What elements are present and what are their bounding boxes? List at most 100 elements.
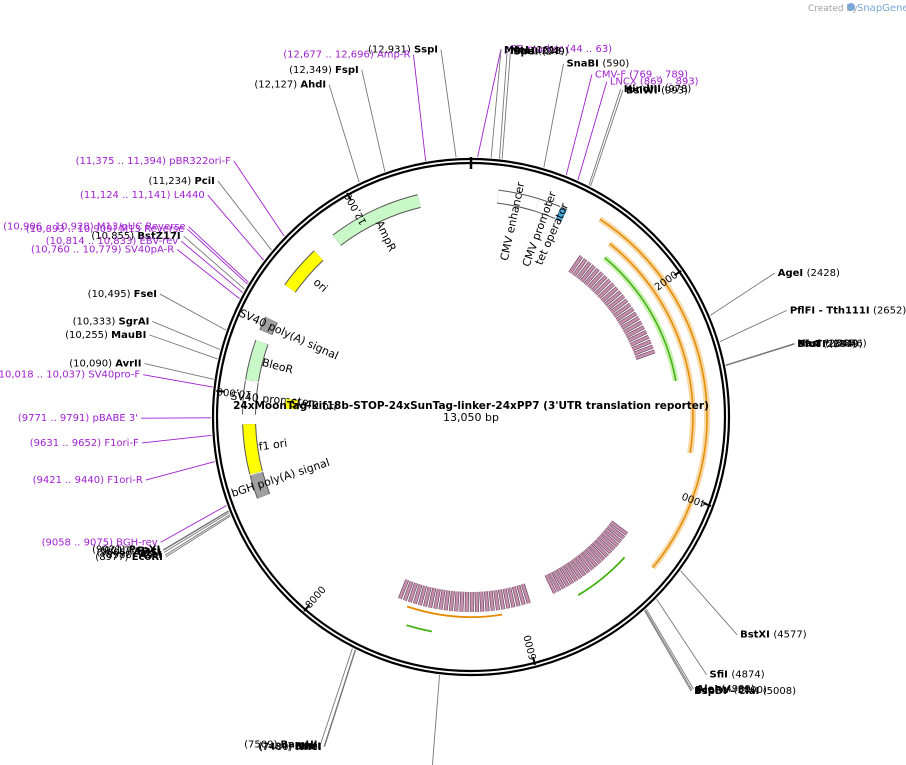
- site-label-text: (12,677 .. 12,696) Amp-R: [283, 50, 410, 61]
- site-label-text: (10,090) AvrII: [69, 359, 141, 370]
- site-label-part: SfiI: [710, 670, 732, 681]
- feature-body: [333, 195, 421, 246]
- site-label-part: (10,495): [88, 289, 134, 300]
- site-label-part: (2847): [823, 339, 856, 350]
- feature-body: [556, 207, 567, 221]
- repeat-mark-fill: [489, 590, 495, 611]
- site-label-part: MfeI: [504, 45, 532, 56]
- plasmid-center: 24xMoonTag-kif18b-STOP-24xSunTag-linker-…: [233, 400, 709, 424]
- repeat-mark-fill: [591, 275, 607, 292]
- tick-mark: [532, 656, 536, 666]
- site-leader-line: [477, 49, 502, 158]
- site-label-ahdi: (12,127) AhdI: [254, 80, 360, 183]
- snapgene-logo-icon: [847, 3, 855, 11]
- site-label-sfii: SfiI (4874): [656, 598, 765, 681]
- site-leader-line: [233, 160, 285, 237]
- repeat-mark-fill: [507, 587, 515, 608]
- site-label-part: (993): [661, 85, 688, 96]
- repeat-mark-fill: [633, 345, 654, 355]
- site-label-text: (10,814 .. 10,833) EBV-rev: [46, 236, 178, 247]
- repeat-mark-fill: [503, 588, 510, 609]
- site-label-part: PacI: [137, 545, 160, 556]
- site-label-part: SnaBI: [566, 59, 602, 70]
- site-label-part: pBR322ori-F: [169, 156, 231, 167]
- site-label-bspdi-clai: BspDI - ClaI (5008): [644, 610, 796, 697]
- site-label-part: (2652): [873, 305, 906, 316]
- site-leader-line: [149, 334, 218, 360]
- site-label-part: BstXI: [740, 630, 773, 641]
- tick-mark: [303, 604, 311, 612]
- site-leader-line: [577, 81, 608, 181]
- repeat-mark-fill: [572, 258, 587, 277]
- site-leader-line: [490, 50, 502, 158]
- tick-mark: [703, 502, 712, 507]
- site-label-part: EBV-rev: [139, 236, 178, 247]
- site-leader-line: [141, 434, 212, 444]
- plasmid-size: 13,050 bp: [443, 411, 499, 424]
- site-label-part: (10,090): [69, 359, 115, 370]
- site-label-text: AgeI (2428): [778, 268, 840, 279]
- repeat-mark-fill: [521, 583, 531, 604]
- site-label-part: (5008): [763, 686, 796, 697]
- site-leader-line: [162, 510, 229, 551]
- site-label-part: AvrII: [115, 359, 141, 370]
- site-label-text: NarI * (2846): [797, 339, 866, 350]
- site-label-amp-r: (12,677 .. 12,696) Amp-R: [283, 50, 427, 162]
- site-label-part: (12,931): [368, 45, 414, 56]
- repeat-mark-fill: [560, 565, 574, 585]
- repeat-mark-fill: [615, 307, 634, 322]
- site-label-text: HindIII (978): [624, 84, 692, 95]
- site-leader-line: [501, 51, 511, 159]
- snapgene-credit: Created by SnapGene: [808, 3, 906, 14]
- site-label-nhei: (7480) NheI: [259, 649, 357, 753]
- site-label-part: (249): [542, 47, 569, 58]
- site-label-asci: (8988) AscI: [102, 514, 231, 561]
- site-label-hindiii: HindIII (978): [588, 84, 692, 186]
- repeat-mark-fill: [627, 330, 647, 342]
- repeat-mark-fill: [635, 350, 656, 360]
- site-label-text: (11,234) PciI: [148, 176, 214, 187]
- site-label-part: (10,333): [73, 316, 119, 327]
- feature-bleor: BleoR: [245, 339, 295, 382]
- site-label-f1ori-r: (9421 .. 9440) F1ori-R: [33, 461, 215, 486]
- site-label-alei: AleI (4989): [645, 608, 755, 695]
- repeat-mark-fill: [607, 294, 625, 310]
- site-label-part: SpeI: [513, 47, 541, 58]
- site-label-l4440: (11,124 .. 11,141) L4440: [80, 190, 264, 261]
- repeat-mark-fill: [439, 589, 445, 610]
- site-label-maubi: (10,255) MauBI: [65, 330, 218, 360]
- feature-body: [496, 190, 540, 211]
- site-label-text: (8977) EcoRI: [95, 552, 163, 563]
- site-label-sgrai: (10,333) SgrAI: [73, 316, 221, 350]
- site-label-part: pBABE 3': [92, 413, 138, 424]
- site-label-text: BsiWI (993): [626, 85, 688, 96]
- repeat-mark-fill: [621, 316, 640, 330]
- site-label-part: (2846): [833, 339, 866, 350]
- site-leader-line: [680, 570, 738, 635]
- repeat-mark-fill: [568, 560, 582, 579]
- site-leader-line: [328, 84, 360, 183]
- site-label-part: KasI: [797, 339, 825, 350]
- site-label-part: (9017): [101, 545, 137, 556]
- site-label-part: BstZ17I: [137, 231, 180, 242]
- site-label-paci: (9017) PacI: [101, 510, 229, 556]
- site-label-f1ori-f: (9631 .. 9652) F1ori-F: [30, 434, 212, 449]
- site-label-part: PluTI: [797, 339, 829, 350]
- plasmid-name: 24xMoonTag-kif18b-STOP-24xSunTag-linker-…: [233, 400, 709, 412]
- site-label-part: AleI: [696, 684, 721, 695]
- site-leader-line: [565, 74, 593, 176]
- site-label-text: SfoI (2847): [797, 339, 856, 350]
- site-label-part: SV40pA-R: [125, 244, 174, 255]
- site-label-agei: AgeI (2428): [710, 268, 840, 316]
- repeat-mark-fill: [604, 290, 622, 306]
- site-leader-line: [656, 598, 707, 675]
- tick-label: 8000: [304, 585, 329, 611]
- repeat-mark-fill: [575, 555, 590, 574]
- site-label-part: FspI: [335, 65, 359, 76]
- site-label-bmti: (7484) BmtI: [258, 649, 356, 752]
- site-label-part: (10,760 .. 10,779): [31, 244, 125, 255]
- repeat-mark-fill: [580, 264, 596, 283]
- site-leader-line: [413, 54, 427, 162]
- site-leader-line: [159, 293, 227, 331]
- site-label-ebv-rev: (10,814 .. 10,833) EBV-rev: [46, 236, 243, 294]
